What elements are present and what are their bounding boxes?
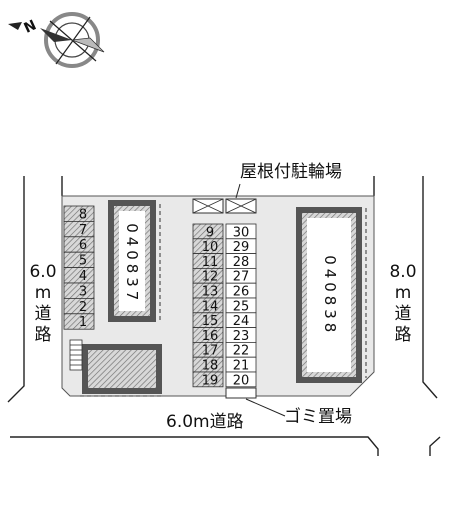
road-lines <box>7 176 441 456</box>
compass-rose-icon: N <box>8 12 105 68</box>
parking-stall-label: 25 <box>233 299 250 314</box>
building-number-digit: 3 <box>123 277 141 287</box>
building-number-digit: 3 <box>321 309 339 319</box>
parking-stall-label: 2 <box>79 300 87 315</box>
parking-stall-label: 12 <box>202 270 219 285</box>
parking-stall-label: 28 <box>233 255 250 270</box>
road-right-word1: 道 <box>395 304 412 324</box>
building-number-digit: 8 <box>321 323 339 333</box>
parking-stall <box>225 371 257 388</box>
garbage-area: ゴミ置場 <box>225 387 352 427</box>
road-right-unit: m <box>395 283 412 303</box>
building-bottom-left <box>69 339 164 397</box>
parking-center-block: 9101112131415161718193029282726252423222… <box>192 223 257 388</box>
parking-stall-label: 29 <box>233 240 250 255</box>
road-label-left: 6.0 m 道 路 <box>29 262 56 345</box>
building-040837: 0 4 0 8 3 7 <box>108 200 161 322</box>
road-right-word2: 路 <box>395 325 412 345</box>
road-label-bottom: 6.0m道路 <box>166 412 244 432</box>
parking-stall-label: 17 <box>202 344 219 359</box>
stairs <box>69 339 83 371</box>
building-number-digit: 0 <box>321 255 339 265</box>
building-right-number: 0 4 0 8 3 8 <box>321 255 339 332</box>
parking-stall <box>63 313 95 330</box>
building-040838: 0 4 0 8 3 8 <box>296 207 367 383</box>
parking-stall-label: 8 <box>79 207 87 222</box>
parking-stall-label: 13 <box>202 285 219 300</box>
parking-stall-label: 14 <box>202 299 219 314</box>
building-number-digit: 4 <box>321 269 339 279</box>
parking-stall-label: 7 <box>79 223 87 238</box>
parking-stall-label: 24 <box>233 314 250 329</box>
road-right-width: 8.0 <box>389 262 416 282</box>
building-number-digit: 8 <box>321 296 339 306</box>
bicycle-parking: 屋根付駐輪場 <box>192 162 342 214</box>
road-left-width: 6.0 <box>29 262 56 282</box>
parking-stall-label: 27 <box>233 270 250 285</box>
parking-stall-label: 30 <box>233 225 250 240</box>
building-number-digit: 4 <box>123 237 141 247</box>
building-left-number: 0 4 0 8 3 7 <box>123 223 141 300</box>
parking-stall-label: 20 <box>233 373 250 388</box>
building-number-digit: 0 <box>123 250 141 260</box>
building-number-digit: 0 <box>123 223 141 233</box>
parking-stall-label: 18 <box>202 359 219 374</box>
parking-stall-label: 22 <box>233 344 250 359</box>
parking-stall-label: 10 <box>202 240 219 255</box>
parking-stall-label: 9 <box>206 225 214 240</box>
parking-stall-label: 19 <box>202 373 219 388</box>
road-left-word1: 道 <box>35 304 52 324</box>
building-number-digit: 8 <box>123 264 141 274</box>
north-arrow-icon <box>8 22 22 30</box>
parking-stall-label: 21 <box>233 359 250 374</box>
road-left-word2: 路 <box>35 325 52 345</box>
parking-stall <box>192 371 224 388</box>
parking-stall-label: 3 <box>79 284 87 299</box>
parking-stall-label: 11 <box>202 255 219 270</box>
bicycle-parking-label: 屋根付駐輪場 <box>240 162 342 182</box>
compass-north-letter: N <box>22 17 39 36</box>
parking-stall-label: 4 <box>79 269 87 284</box>
parking-stall-label: 5 <box>79 254 87 269</box>
building-number-digit: 7 <box>123 291 141 301</box>
parking-stall-label: 1 <box>79 315 87 330</box>
building-number-digit: 0 <box>321 282 339 292</box>
road-left-unit: m <box>35 283 52 303</box>
garbage-label: ゴミ置場 <box>284 406 352 427</box>
parking-stall-label: 15 <box>202 314 219 329</box>
road-label-right: 8.0 m 道 路 <box>389 262 416 345</box>
parking-stall-label: 23 <box>233 329 250 344</box>
parking-stall-label: 26 <box>233 285 250 300</box>
parking-stall-label: 16 <box>202 329 219 344</box>
parking-stall-label: 6 <box>79 238 87 253</box>
